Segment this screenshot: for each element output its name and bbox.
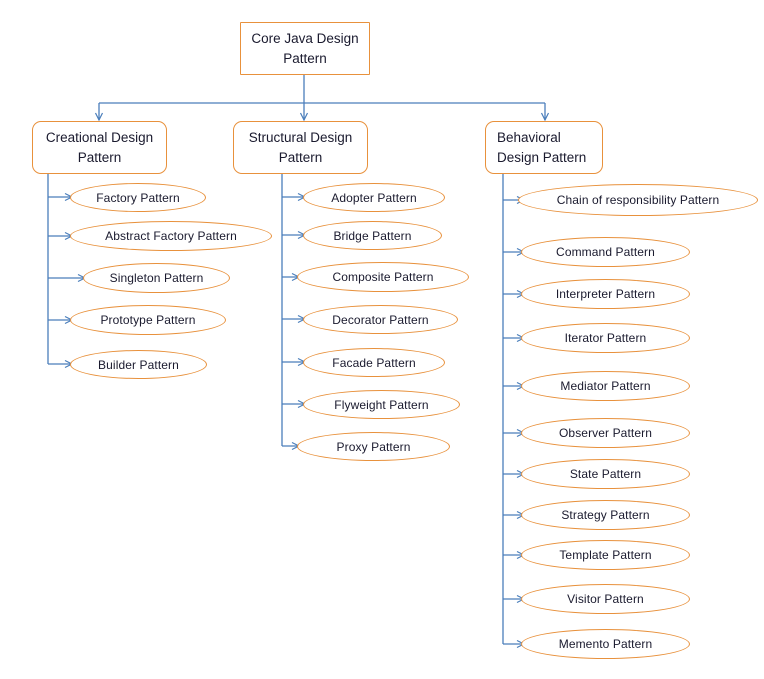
leaf-node[interactable]: Facade Pattern [303,348,445,377]
leaf-node[interactable]: Singleton Pattern [83,263,230,293]
leaf-node[interactable]: Interpreter Pattern [521,279,690,309]
root-node-label: Core Java Design Pattern [251,30,359,66]
leaf-node-label: Flyweight Pattern [334,397,429,412]
leaf-node[interactable]: Builder Pattern [70,350,207,379]
leaf-node[interactable]: Adopter Pattern [303,183,445,212]
leaf-node-label: Observer Pattern [559,426,652,440]
leaf-node[interactable]: Observer Pattern [521,418,690,448]
root-node-core-java-design-pattern[interactable]: Core Java Design Pattern [240,22,370,75]
leaf-node[interactable]: Memento Pattern [521,629,690,659]
leaf-node[interactable]: Decorator Pattern [303,305,458,334]
leaf-node[interactable]: Abstract Factory Pattern [70,221,272,251]
leaf-node[interactable]: Command Pattern [521,237,690,267]
leaf-node-label: Strategy Pattern [561,508,650,522]
leaf-node[interactable]: Iterator Pattern [521,323,690,353]
leaf-node-label: State Pattern [569,467,642,481]
leaf-node-label: Singleton Pattern [109,271,204,285]
leaf-node[interactable]: Template Pattern [521,540,690,570]
leaf-node[interactable]: Chain of responsibility Pattern [518,184,758,216]
leaf-node-label: Visitor Pattern [567,592,644,606]
leaf-node-label: Prototype Pattern [100,313,196,327]
leaf-node-label: Interpreter Pattern [555,287,656,301]
leaf-node-label: Decorator Pattern [332,312,429,327]
branch-node-label: Creational Design Pattern [45,129,154,165]
leaf-node[interactable]: Strategy Pattern [521,500,690,530]
leaf-node[interactable]: Flyweight Pattern [303,390,460,419]
leaf-node[interactable]: Bridge Pattern [303,221,442,250]
leaf-node[interactable]: State Pattern [521,459,690,489]
leaf-node-label: Abstract Factory Pattern [105,229,237,243]
leaf-node[interactable]: Visitor Pattern [521,584,690,614]
leaf-node-label: Template Pattern [559,548,652,562]
leaf-node[interactable]: Factory Pattern [70,183,206,212]
leaf-node-label: Bridge Pattern [333,228,412,243]
leaf-node[interactable]: Proxy Pattern [297,432,450,461]
leaf-node-label: Composite Pattern [332,270,434,284]
branch-node-label: Behavioral Design Pattern [497,129,587,165]
leaf-node-label: Proxy Pattern [336,439,411,454]
leaf-node-label: Adopter Pattern [331,190,417,205]
leaf-node-label: Facade Pattern [332,355,416,370]
leaf-node[interactable]: Composite Pattern [297,262,469,292]
leaf-node-label: Command Pattern [556,245,655,259]
leaf-node-label: Memento Pattern [558,637,653,651]
branch-node-label: Structural Design Pattern [248,129,353,165]
branch-node-behavioral[interactable]: Behavioral Design Pattern [485,121,603,174]
branch-node-structural[interactable]: Structural Design Pattern [233,121,368,174]
leaf-node-label: Mediator Pattern [560,379,651,393]
leaf-node[interactable]: Prototype Pattern [70,305,226,335]
branch-node-creational[interactable]: Creational Design Pattern [32,121,167,174]
leaf-node-label: Chain of responsibility Pattern [556,193,720,207]
leaf-node-label: Factory Pattern [96,190,180,205]
leaf-node[interactable]: Mediator Pattern [521,371,690,401]
leaf-node-label: Builder Pattern [98,357,179,372]
leaf-node-label: Iterator Pattern [564,331,647,345]
